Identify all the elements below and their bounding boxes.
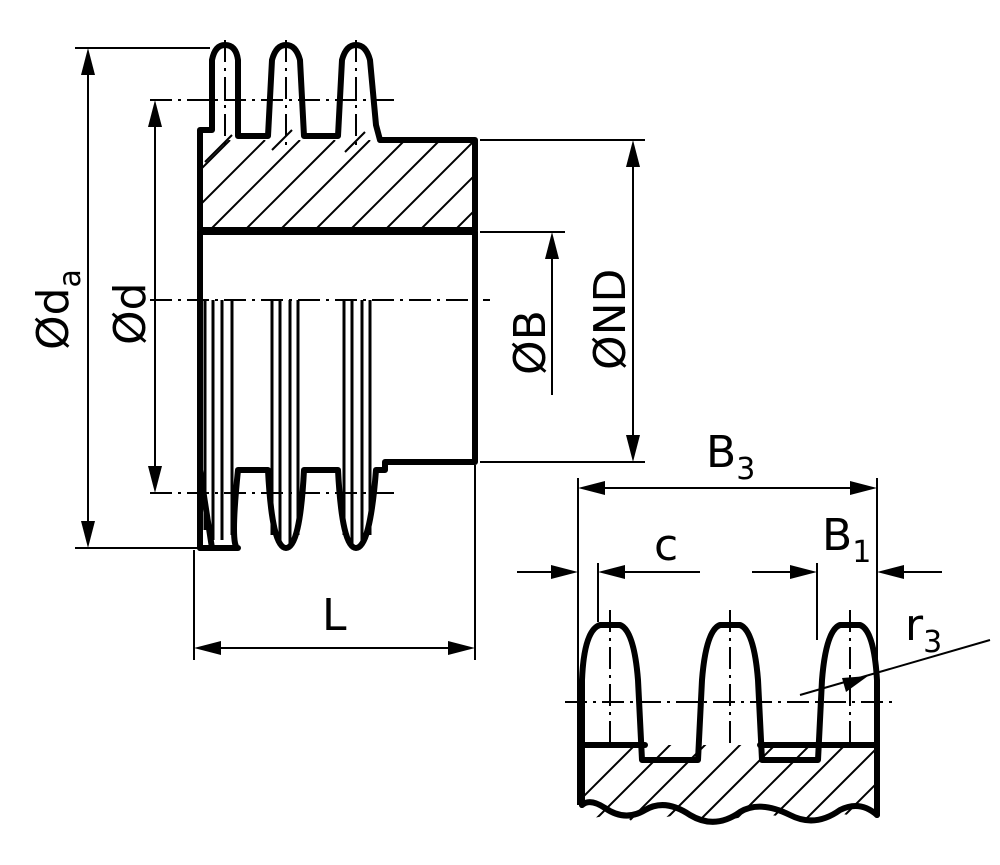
spacing-label: c: [654, 520, 678, 571]
main-section-view: Øda Ød ØB ØND L: [28, 40, 645, 660]
detail-dimension-lines: [517, 481, 991, 696]
detail-center-lines: [565, 610, 895, 745]
radius-label: r3: [905, 600, 942, 660]
bore-label: ØB: [505, 310, 556, 375]
overall-width-label: B3: [706, 427, 755, 487]
tooth-stripes: [203, 300, 372, 545]
sprocket-outline-bottom: [197, 229, 478, 552]
break-line: [579, 799, 880, 825]
dimension-lines: [81, 48, 640, 655]
length-label: L: [322, 590, 347, 641]
hub-diameter-label: ØND: [585, 269, 636, 370]
tooth-detail-view: B3 c B1 r3: [517, 427, 991, 825]
detail-extension-lines: [577, 478, 878, 805]
sprocket-outline-top: [197, 42, 478, 233]
center-lines: [150, 40, 490, 494]
extension-lines: [75, 47, 645, 660]
tooth-width-label: B1: [822, 510, 871, 570]
pitch-diameter-label: Ød: [105, 282, 156, 345]
hub-hatching: [200, 140, 475, 230]
outer-diameter-label: Øda: [28, 269, 88, 350]
